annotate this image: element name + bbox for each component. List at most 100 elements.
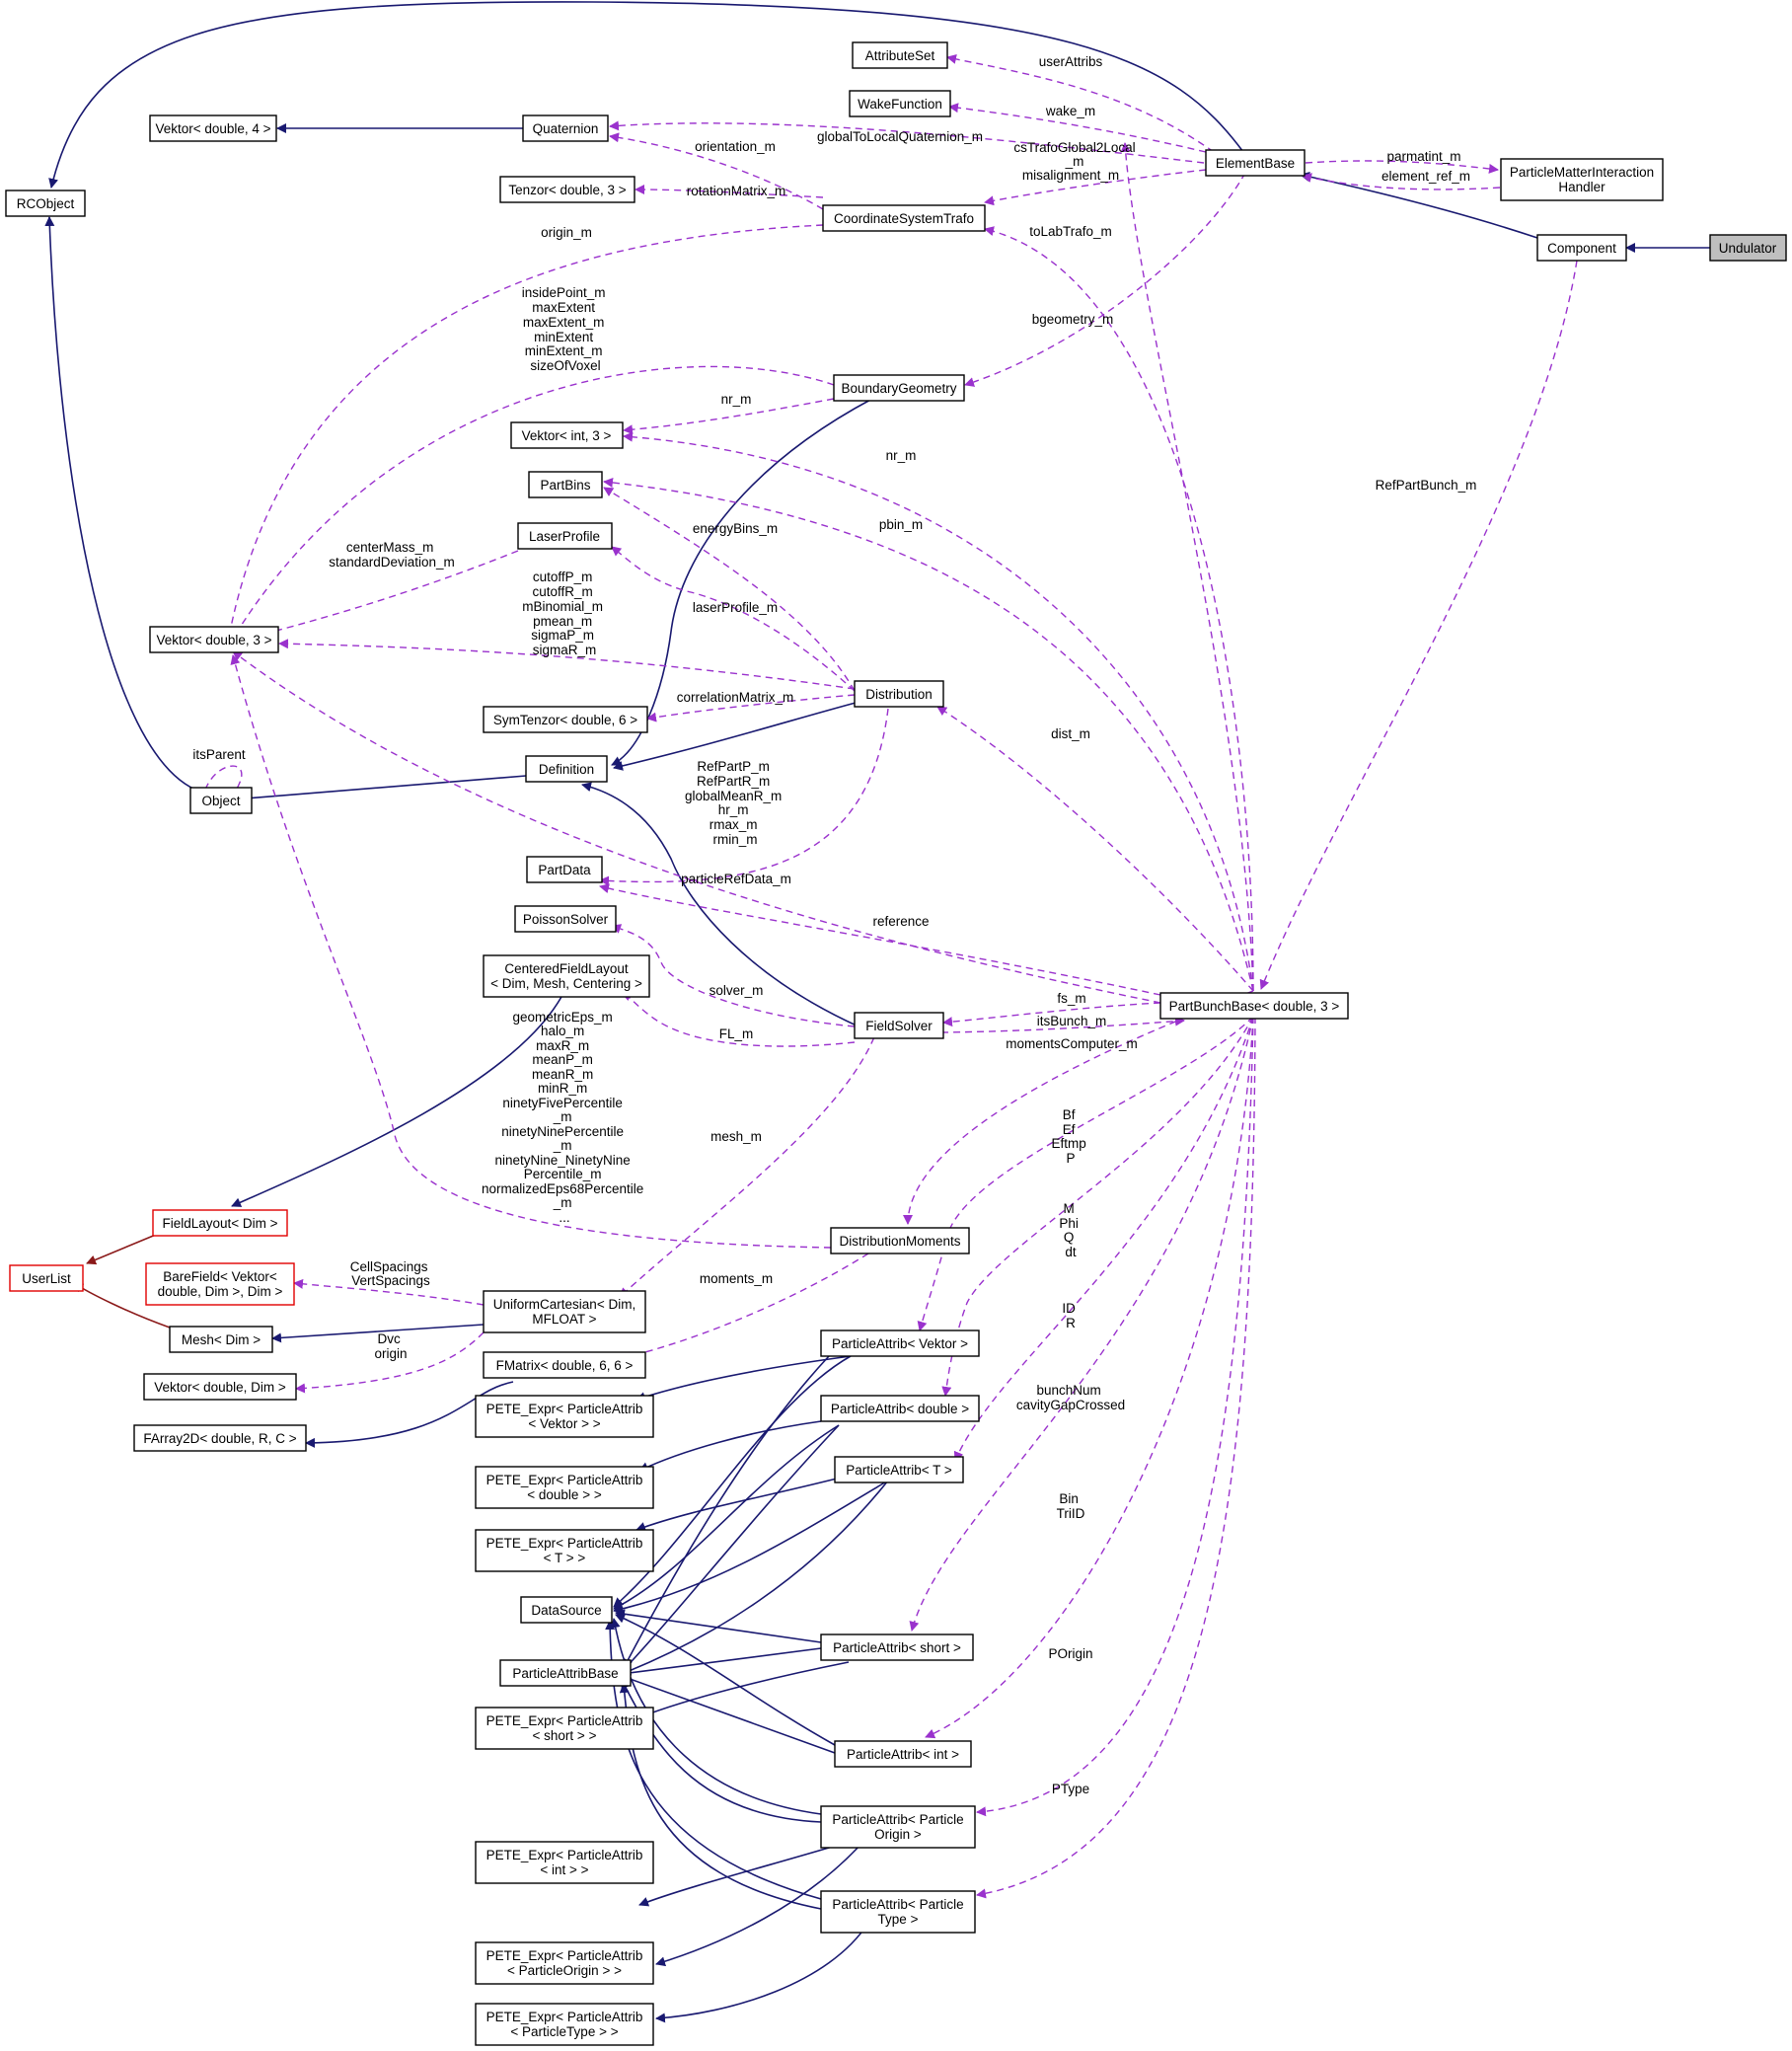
edge-idr: [953, 1016, 1254, 1462]
node-uniform-cartesian[interactable]: UniformCartesian< Dim,MFLOAT >: [483, 1290, 646, 1333]
node-label: ParticleAttrib< double >: [831, 1402, 969, 1416]
node-label: Origin >: [874, 1827, 922, 1842]
node-quaternion[interactable]: Quaternion: [522, 114, 609, 142]
svg-text:PETE_Expr< ParticleAttrib< Par: PETE_Expr< ParticleAttrib< ParticleType …: [486, 2010, 643, 2039]
node-vektor-double-3[interactable]: Vektor< double, 3 >: [149, 626, 279, 653]
label-line: fs_m: [1057, 991, 1085, 1006]
node-vektor-double-dim[interactable]: Vektor< double, Dim >: [143, 1373, 297, 1401]
label-reference: reference: [872, 914, 929, 929]
node-rcobject[interactable]: RCObject: [5, 190, 86, 217]
label-line: pmean_m: [533, 614, 592, 629]
node-particleattrib-double[interactable]: ParticleAttrib< double >: [820, 1395, 980, 1422]
label-line: ...: [559, 1210, 569, 1225]
svg-text:FArray2D< double, R, C >: FArray2D< double, R, C >: [143, 1431, 296, 1446]
node-label: PETE_Expr< ParticleAttrib: [486, 1473, 643, 1487]
label-insidepoint: insidePoint_m maxExtent maxExtent_m minE…: [522, 285, 610, 373]
node-pete-vektor[interactable]: PETE_Expr< ParticleAttrib< Vektor > >: [475, 1395, 654, 1438]
label-bin: Bin TriID: [1057, 1491, 1085, 1521]
label-line: VertSpacings: [351, 1273, 430, 1288]
svg-text:BareField< Vektor<double, Dim: BareField< Vektor<double, Dim >, Dim >: [158, 1269, 283, 1299]
node-particleattrib-vektor[interactable]: ParticleAttrib< Vektor >: [820, 1329, 980, 1357]
label-line: POrigin: [1048, 1646, 1092, 1661]
node-label: ParticleAttrib< Vektor >: [832, 1336, 968, 1351]
node-centered-field-layout[interactable]: CenteredFieldLayout< Dim, Mesh, Centerin…: [483, 954, 650, 998]
label-dist: dist_m: [1051, 726, 1090, 741]
node-distribution-moments[interactable]: DistributionMoments: [830, 1227, 970, 1254]
node-farray2d[interactable]: FArray2D< double, R, C >: [133, 1424, 307, 1452]
node-attributeset[interactable]: AttributeSet: [852, 41, 948, 69]
node-label: Vektor< int, 3 >: [522, 428, 612, 443]
node-pete-short[interactable]: PETE_Expr< ParticleAttrib< short > >: [475, 1707, 654, 1750]
node-barefield[interactable]: BareField< Vektor<double, Dim >, Dim >: [145, 1262, 295, 1306]
node-object[interactable]: Object: [189, 787, 253, 814]
node-component[interactable]: Component: [1536, 234, 1627, 262]
node-coordinate-system-trafo[interactable]: CoordinateSystemTrafo: [822, 204, 986, 232]
label-mesh: mesh_m: [710, 1129, 762, 1144]
node-distribution[interactable]: Distribution: [854, 680, 944, 708]
node-particleattribbase[interactable]: ParticleAttribBase: [499, 1659, 632, 1687]
label-line: dt: [1065, 1245, 1077, 1259]
edge-fl: [621, 991, 856, 1047]
label-bgeometry: bgeometry_m: [1032, 312, 1114, 327]
label-line: CellSpacings: [350, 1259, 428, 1274]
node-particleattrib-short[interactable]: ParticleAttrib< short >: [820, 1633, 974, 1661]
node-label: Vektor< double, 3 >: [156, 633, 271, 647]
node-fmatrix[interactable]: FMatrix< double, 6, 6 >: [483, 1351, 646, 1379]
label-line: pbin_m: [879, 517, 923, 532]
node-label: Definition: [539, 762, 594, 777]
label-line: _m: [553, 1109, 572, 1124]
node-partbunchbase[interactable]: PartBunchBase< double, 3 >: [1159, 992, 1349, 1020]
node-undulator[interactable]: Undulator: [1709, 234, 1787, 262]
node-partbins[interactable]: PartBins: [528, 471, 603, 498]
node-fieldsolver[interactable]: FieldSolver: [854, 1012, 944, 1039]
label-laserprofile: laserProfile_m: [693, 600, 778, 615]
node-partdata[interactable]: PartData: [526, 856, 603, 883]
edge-refpart: [232, 650, 1161, 1004]
node-poissonsolver[interactable]: PoissonSolver: [514, 905, 617, 933]
svg-text:Vektor< double, 4 >: Vektor< double, 4 >: [155, 121, 270, 136]
node-vektor-double-4[interactable]: Vektor< double, 4 >: [149, 114, 277, 142]
node-boundarygeometry[interactable]: BoundaryGeometry: [833, 374, 965, 402]
node-mesh[interactable]: Mesh< Dim >: [169, 1326, 273, 1353]
node-wakefunction[interactable]: WakeFunction: [849, 90, 951, 117]
svg-text:ParticleAttrib< Vektor >: ParticleAttrib< Vektor >: [832, 1336, 968, 1351]
node-particleattrib-int[interactable]: ParticleAttrib< int >: [834, 1740, 972, 1768]
edge-paint-datasource: [615, 1614, 836, 1746]
label-pbin: pbin_m: [879, 517, 923, 532]
node-label: Component: [1547, 241, 1616, 256]
node-label: < Dim, Mesh, Centering >: [490, 976, 642, 991]
svg-text:RCObject: RCObject: [17, 196, 75, 211]
node-symtenzor[interactable]: SymTenzor< double, 6 >: [483, 706, 648, 733]
node-elementbase[interactable]: ElementBase: [1205, 149, 1306, 177]
node-datasource[interactable]: DataSource: [520, 1596, 613, 1624]
svg-text:ParticleAttrib< double >: ParticleAttrib< double >: [831, 1402, 969, 1416]
label-line: _m: [553, 1138, 572, 1153]
node-laserprofile[interactable]: LaserProfile: [517, 522, 613, 550]
edge-paorigin-datasource: [610, 1618, 822, 1815]
node-pete-double[interactable]: PETE_Expr< ParticleAttrib< double > >: [475, 1466, 654, 1509]
label-line: ninetyFivePercentile: [502, 1096, 623, 1110]
node-vektor-int-3[interactable]: Vektor< int, 3 >: [510, 421, 624, 449]
label-line: mesh_m: [710, 1129, 762, 1144]
node-pete-type[interactable]: PETE_Expr< ParticleAttrib< ParticleType …: [475, 2003, 654, 2046]
svg-text:BoundaryGeometry: BoundaryGeometry: [841, 381, 956, 396]
node-particleattrib-t[interactable]: ParticleAttrib< T >: [834, 1456, 964, 1483]
node-label: < Vektor > >: [528, 1416, 600, 1431]
svg-text:DataSource: DataSource: [531, 1603, 601, 1618]
node-userlist[interactable]: UserList: [9, 1264, 84, 1292]
node-tenzor[interactable]: Tenzor< double, 3 >: [499, 176, 635, 203]
node-fieldlayout[interactable]: FieldLayout< Dim >: [152, 1209, 288, 1237]
node-label: DistributionMoments: [839, 1234, 960, 1249]
node-pete-t[interactable]: PETE_Expr< ParticleAttrib< T > >: [475, 1529, 654, 1572]
svg-text:Component: Component: [1547, 241, 1616, 256]
node-label: MFLOAT >: [532, 1312, 596, 1327]
node-pete-int[interactable]: PETE_Expr< ParticleAttrib< int > >: [475, 1841, 654, 1884]
node-label: WakeFunction: [858, 97, 942, 112]
node-definition[interactable]: Definition: [525, 755, 608, 783]
label-refpartbunch: RefPartBunch_m: [1376, 478, 1477, 493]
svg-text:Definition: Definition: [539, 762, 594, 777]
node-pete-origin[interactable]: PETE_Expr< ParticleAttrib< ParticleOrigi…: [475, 1941, 654, 1985]
